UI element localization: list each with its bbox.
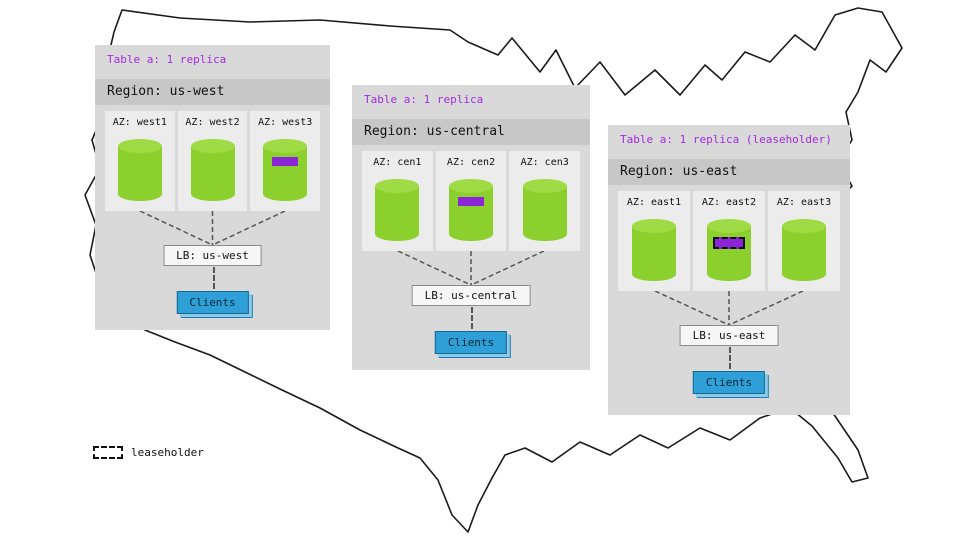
region-header: Region: us-west	[95, 79, 330, 105]
clients-box: Clients	[434, 331, 508, 354]
database-cylinder-icon	[190, 139, 235, 201]
connector-lines	[139, 211, 286, 245]
az-label: AZ: east3	[776, 197, 832, 208]
region-header: Region: us-east	[608, 159, 850, 185]
az-label: AZ: east2	[701, 197, 757, 208]
database-cylinder-icon	[263, 139, 308, 201]
az-box: AZ: east1	[618, 191, 690, 291]
az-box: AZ: cen2	[435, 151, 507, 251]
database-cylinder-icon	[449, 179, 493, 241]
load-balancer-box: LB: us-central	[411, 285, 531, 306]
database-cylinder-icon	[375, 179, 420, 241]
database-cylinder-icon	[782, 219, 826, 281]
az-box: AZ: east2	[693, 191, 765, 291]
region-panel-us-east: Table a: 1 replica (leaseholder) Region:…	[608, 125, 850, 415]
leaseholder-replica-marker	[713, 237, 745, 249]
load-balancer-box: LB: us-west	[163, 245, 262, 266]
database-cylinder-icon	[522, 179, 567, 241]
region-header: Region: us-central	[352, 119, 590, 145]
legend: leaseholder	[93, 446, 204, 459]
az-box: AZ: west1	[105, 111, 175, 211]
replica-marker	[458, 197, 484, 206]
az-label: AZ: west3	[258, 117, 313, 128]
replica-marker	[272, 157, 299, 166]
az-label: AZ: east1	[626, 197, 682, 208]
region-panel-us-west: Table a: 1 replica Region: us-west AZ: w…	[95, 45, 330, 330]
connector-lines	[654, 291, 804, 325]
legend-label: leaseholder	[131, 446, 204, 459]
database-cylinder-icon	[117, 139, 162, 201]
az-row: AZ: east1 AZ: east2 AZ: east3	[618, 191, 840, 291]
lb-clients-connector	[212, 267, 215, 289]
database-cylinder-icon	[632, 219, 676, 281]
az-box: AZ: west3	[250, 111, 321, 211]
clients-box: Clients	[176, 291, 249, 314]
az-label: AZ: west2	[185, 117, 240, 128]
az-label: AZ: cen3	[520, 157, 569, 168]
az-label: AZ: cen1	[373, 157, 422, 168]
az-row: AZ: cen1 AZ: cen2 AZ: cen3	[362, 151, 581, 251]
table-replica-label: Table a: 1 replica (leaseholder)	[620, 133, 832, 146]
az-label: AZ: west1	[112, 117, 167, 128]
az-row: AZ: west1 AZ: west2 AZ: west3	[105, 111, 321, 211]
clients-box: Clients	[692, 371, 766, 394]
az-label: AZ: cen2	[446, 157, 496, 168]
lb-clients-connector	[471, 307, 473, 329]
az-box: AZ: west2	[177, 111, 248, 211]
lb-clients-connector	[729, 347, 731, 369]
load-balancer-box: LB: us-east	[679, 325, 779, 346]
az-box: AZ: cen1	[362, 151, 433, 251]
table-replica-label: Table a: 1 replica	[364, 93, 484, 106]
az-box: AZ: east3	[768, 191, 840, 291]
database-cylinder-icon	[707, 219, 751, 281]
table-replica-label: Table a: 1 replica	[107, 53, 227, 66]
az-box: AZ: cen3	[509, 151, 581, 251]
region-panel-us-central: Table a: 1 replica Region: us-central AZ…	[352, 85, 590, 370]
connector-lines	[397, 251, 545, 285]
leaseholder-swatch-icon	[93, 446, 123, 459]
